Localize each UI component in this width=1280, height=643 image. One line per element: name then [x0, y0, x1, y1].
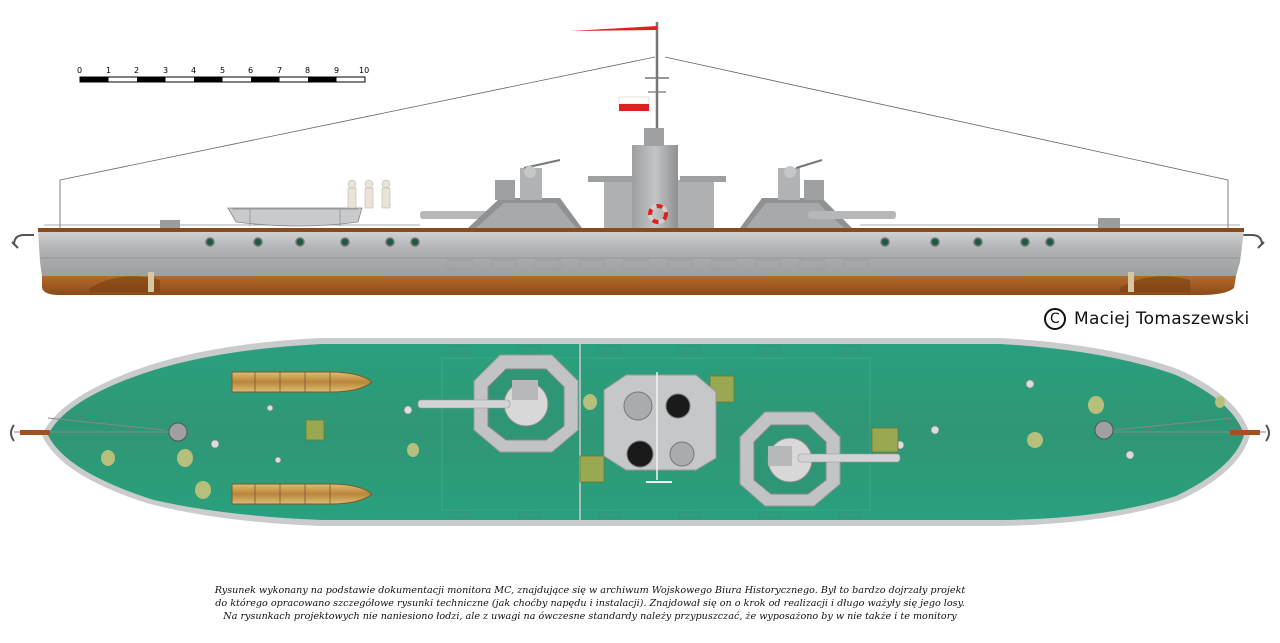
side-profile — [11, 22, 1265, 295]
scale-label-2: 2 — [134, 66, 139, 75]
scale-label-6: 6 — [248, 66, 253, 75]
caption-line-2: do którego opracowano szczegółowe rysunk… — [215, 598, 965, 609]
edge-hatches — [449, 345, 861, 519]
mast — [570, 22, 669, 140]
caption-line-3: Na rysunkach projektowych nie naniesiono… — [223, 611, 957, 622]
author-credit: C Maciej Tomaszewski — [1044, 305, 1250, 333]
conning-tower-top — [603, 372, 717, 483]
scale-label-8: 8 — [305, 66, 310, 75]
capstan-fore — [168, 422, 188, 442]
hull-panels — [447, 259, 869, 270]
deck-vents — [101, 394, 1225, 499]
pennant-flag — [570, 26, 657, 31]
scale-label-1: 1 — [106, 66, 111, 75]
deck-edge-strip — [38, 228, 1244, 232]
scale-label-5: 5 — [220, 66, 225, 75]
lifeboat-side — [227, 207, 363, 227]
scale-label-7: 7 — [277, 66, 282, 75]
scale-label-10: 10 — [359, 66, 369, 75]
scale-label-4: 4 — [191, 66, 196, 75]
bow-fitting — [20, 430, 50, 435]
hull-upper — [38, 230, 1244, 276]
conning-tower-side — [588, 128, 726, 228]
crew-figures — [347, 179, 391, 209]
hull-waterline — [42, 276, 1236, 295]
deck-bollards — [210, 379, 1135, 464]
anchor-right — [1242, 234, 1265, 249]
turret-forward-side — [420, 159, 582, 228]
copyright-icon: C — [1044, 308, 1066, 330]
ensign-flag — [618, 96, 650, 111]
author-name: Maciej Tomaszewski — [1074, 309, 1250, 329]
lifeboat-top-lower — [231, 483, 373, 505]
portholes — [205, 237, 1055, 247]
rigging-wires — [59, 56, 1229, 228]
turret-aft-side — [740, 159, 896, 228]
scale-label-3: 3 — [163, 66, 168, 75]
anchor-left — [11, 234, 34, 249]
turret-forward-top — [417, 354, 579, 453]
scale-label-0: 0 — [77, 66, 82, 75]
deck-panels — [441, 344, 871, 520]
caption-line-1: Rysunek wykonany na podstawie dokumentac… — [214, 585, 966, 596]
lifeboat-top-upper — [231, 371, 373, 393]
turret-aft-top — [739, 411, 901, 507]
caption-block: Rysunek wykonany na podstawie dokumentac… — [160, 584, 1020, 623]
top-view — [10, 338, 1270, 526]
stern-fitting — [1230, 430, 1260, 435]
scale-label-9: 9 — [334, 66, 339, 75]
scale-bar: 0 1 2 3 4 5 6 7 8 9 10 — [77, 66, 369, 83]
square-hatches — [305, 375, 899, 483]
capstan-aft — [1094, 420, 1114, 440]
